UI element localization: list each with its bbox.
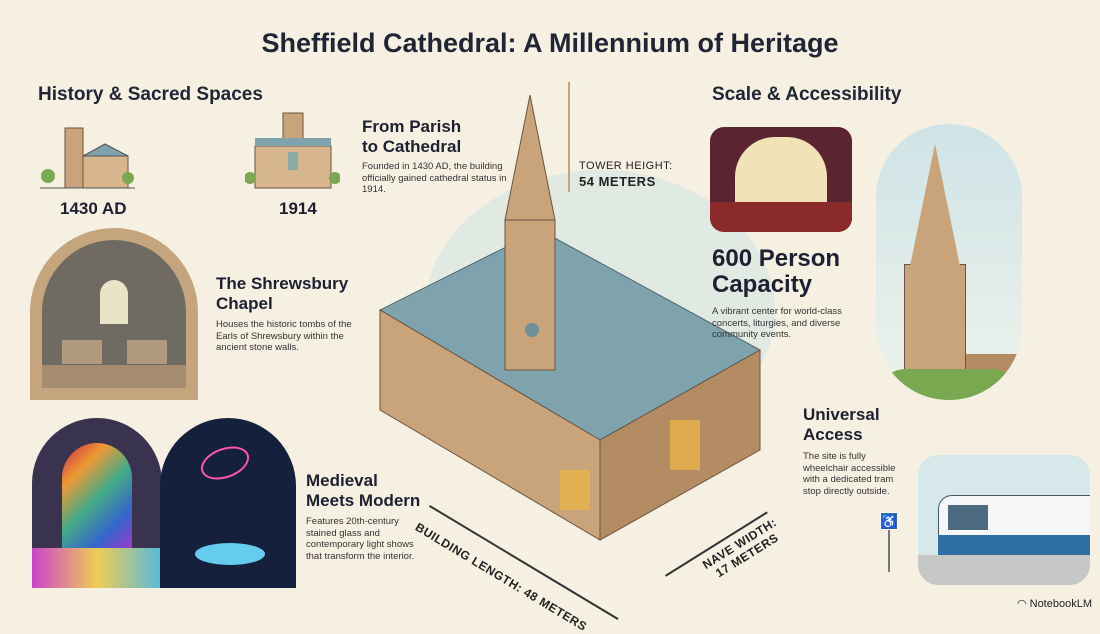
concert-illustration — [710, 127, 852, 232]
shrewsbury-chapel-illustration — [30, 228, 198, 400]
stained-glass-illustration — [32, 418, 162, 588]
tower-label-1: TOWER HEIGHT: — [579, 160, 673, 172]
capacity-title-2: Capacity — [712, 271, 813, 298]
timeline-year-1914: 1914 — [279, 199, 317, 218]
parish-title-1: From Parish — [362, 117, 462, 136]
brand-label: NotebookLM — [1029, 598, 1092, 610]
medieval-text: Features 20th-century stained glass and … — [306, 516, 415, 562]
notebooklm-brand: ◠ NotebookLM — [1017, 597, 1092, 610]
tower-label-2: 54 METERS — [579, 174, 656, 189]
wheelchair-sign-icon: ♿ — [880, 512, 898, 530]
medieval-title-1: Medieval — [306, 471, 378, 490]
access-text: The site is fully wheelchair accessible … — [803, 451, 896, 497]
access-title-1: Universal — [803, 405, 880, 424]
parish-text: Founded in 1430 AD, the building officia… — [362, 161, 507, 195]
medieval-title-2: Meets Modern — [306, 491, 421, 510]
chapel-title-2: Chapel — [216, 294, 273, 313]
sign-post — [888, 530, 890, 572]
cathedral-1914-illustration — [245, 112, 340, 189]
timeline-year-1430: 1430 AD — [60, 199, 127, 218]
notebooklm-logo-icon: ◠ — [1016, 598, 1030, 610]
capacity-title-1: 600 Person — [712, 245, 841, 272]
tower-height-line — [568, 82, 570, 192]
tower-illustration — [876, 124, 1022, 400]
parish-title-2: to Cathedral — [362, 137, 462, 156]
page-title: Sheffield Cathedral: A Millennium of Her… — [261, 28, 839, 58]
chapel-text: Houses the historic tombs of the Earls o… — [216, 319, 352, 353]
cathedral-isometric-illustration — [378, 94, 775, 541]
history-heading: History & Sacred Spaces — [38, 84, 263, 105]
capacity-text: A vibrant center for world-class concert… — [712, 306, 842, 340]
access-title-2: Access — [803, 425, 863, 444]
tram-illustration — [918, 455, 1090, 585]
parish-church-illustration — [40, 127, 135, 189]
chapel-title-1: The Shrewsbury — [216, 274, 349, 293]
scale-heading: Scale & Accessibility — [712, 84, 902, 105]
light-show-illustration — [160, 418, 296, 588]
